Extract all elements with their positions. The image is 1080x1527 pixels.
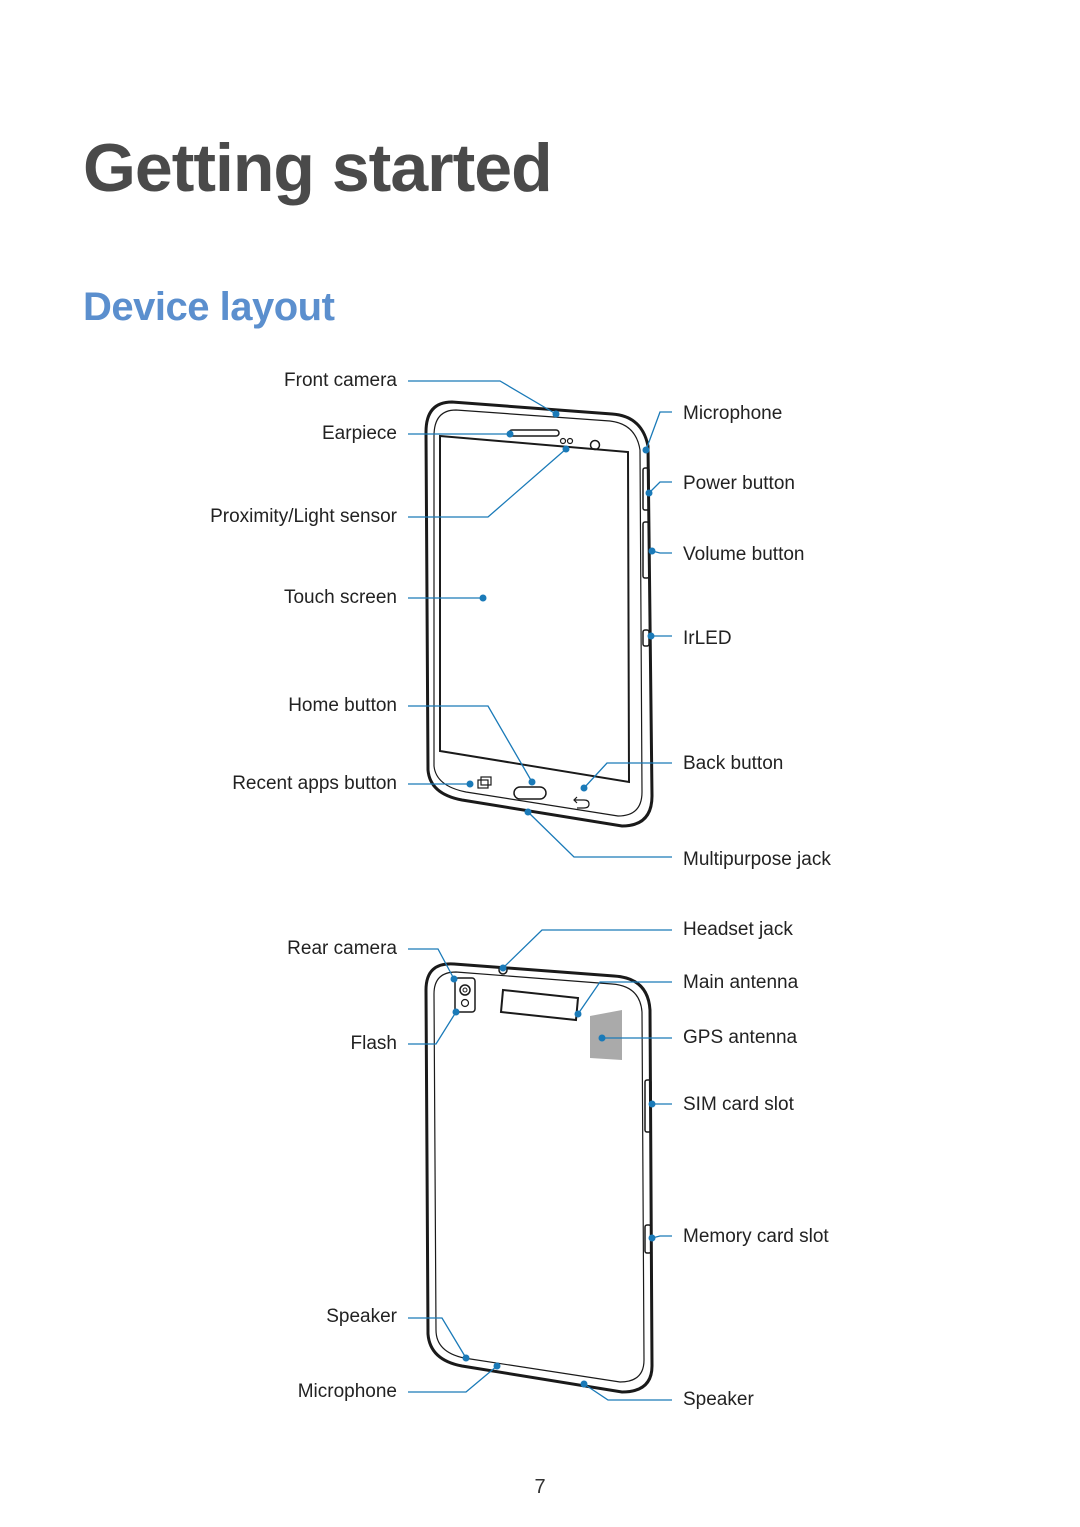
label-rear-camera: Rear camera (287, 938, 397, 959)
label-main-antenna: Main antenna (683, 972, 799, 993)
label-gps-antenna: GPS antenna (683, 1027, 798, 1048)
label-proximity-light-sensor: Proximity/Light sensor (210, 506, 397, 527)
label-speaker-left: Speaker (326, 1306, 397, 1327)
label-microphone-front: Microphone (683, 403, 783, 424)
section-title: Device layout (83, 285, 335, 329)
label-power-button: Power button (683, 473, 795, 494)
front-callout-dots (466, 410, 656, 816)
label-memory-card-slot: Memory card slot (683, 1226, 829, 1247)
label-irled: IrLED (683, 628, 732, 649)
label-volume-button: Volume button (683, 544, 805, 565)
label-multipurpose-jack: Multipurpose jack (683, 849, 831, 870)
page-number: 7 (534, 1476, 546, 1498)
label-earpiece: Earpiece (322, 423, 397, 444)
back-callout-dots (450, 964, 656, 1388)
label-speaker-right: Speaker (683, 1389, 754, 1410)
gps-antenna-shape (590, 1010, 622, 1060)
front-callouts (408, 380, 672, 858)
page-title: Getting started (83, 130, 553, 206)
label-sim-card-slot: SIM card slot (683, 1094, 794, 1115)
label-microphone-back: Microphone (297, 1381, 397, 1402)
back-callouts (408, 929, 672, 1401)
back-device-drawing (424, 962, 654, 1394)
label-flash: Flash (350, 1033, 397, 1054)
label-headset-jack: Headset jack (683, 919, 793, 940)
label-recent-apps-button: Recent apps button (232, 773, 397, 794)
label-touch-screen: Touch screen (283, 587, 397, 608)
label-home-button: Home button (288, 695, 397, 716)
label-front-camera: Front camera (284, 370, 397, 391)
label-back-button: Back button (683, 753, 784, 774)
front-device-drawing (424, 400, 654, 828)
